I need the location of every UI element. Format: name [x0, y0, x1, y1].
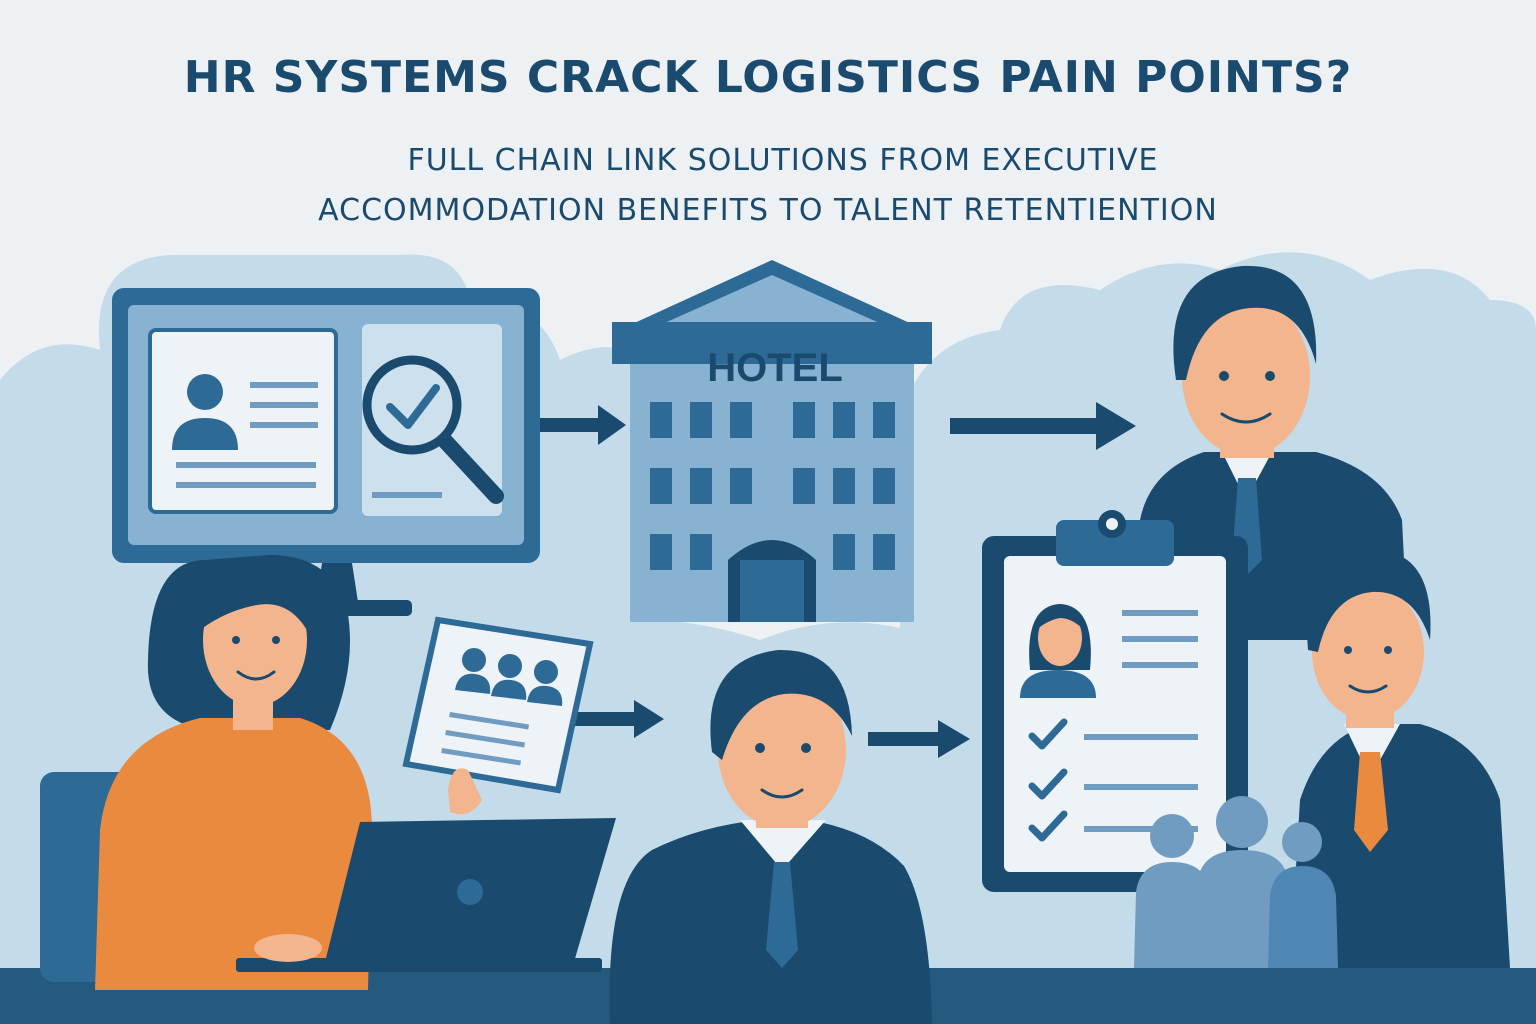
laptop-icon: [236, 818, 616, 972]
magnifier-check-icon: [362, 324, 504, 516]
arrow-right-icon: [868, 720, 970, 758]
executive-man: [609, 649, 932, 1024]
hotel-sign: HOTEL: [707, 346, 843, 390]
page-title: HR SYSTEMS CRACK LOGISTICS PAIN POINTS?: [183, 52, 1353, 103]
team-group-icon: [1134, 796, 1338, 968]
team-tablet-icon: [402, 616, 594, 815]
hotel-building-icon: [612, 260, 932, 622]
profile-card-icon: [148, 328, 338, 514]
woman-recruiter: [40, 555, 372, 990]
arrow-right-icon: [540, 405, 626, 445]
arrow-right-icon: [950, 402, 1136, 450]
arrow-right-icon: [572, 700, 664, 738]
candidate-checklist-icon: [982, 510, 1248, 892]
subtitle-line-1: FULL CHAIN LINK SOLUTIONS FROM EXECUTIVE: [407, 143, 1159, 178]
team-member: [1290, 549, 1510, 968]
subtitle-line-2: ACCOMMODATION BENEFITS TO TALENT RETENTI…: [318, 193, 1218, 228]
